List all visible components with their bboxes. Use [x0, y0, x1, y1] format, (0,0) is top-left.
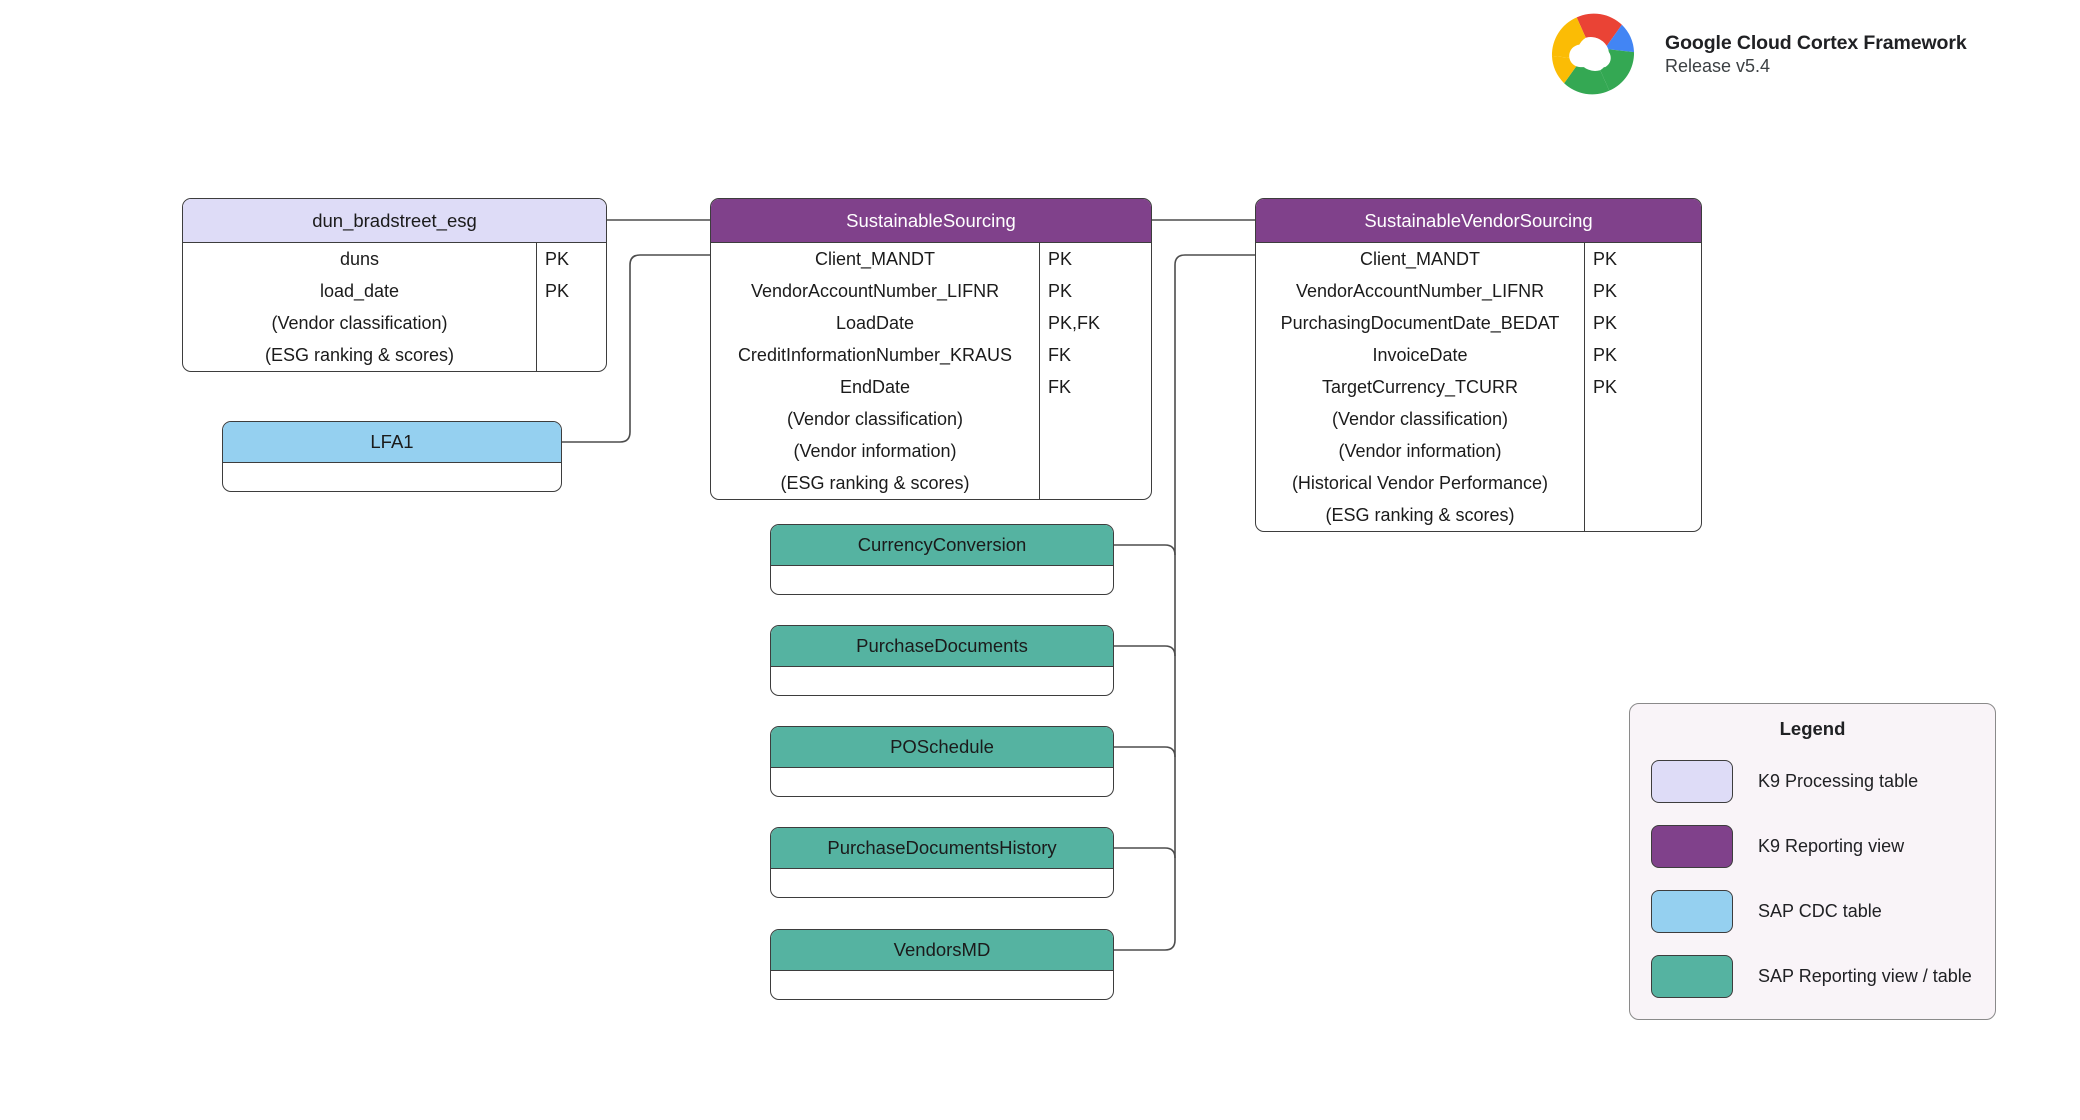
field-column: duns load_date (Vendor classification) (…	[183, 243, 536, 371]
key-row	[1585, 403, 1701, 435]
legend-swatch	[1651, 824, 1733, 868]
brand-title: Google Cloud Cortex Framework	[1665, 31, 1967, 54]
entity-header-po-schedule: POSchedule	[771, 727, 1113, 768]
empty-body-row	[771, 566, 1113, 594]
key-row: PK	[1593, 248, 1618, 269]
field-row: (ESG ranking & scores)	[264, 344, 455, 365]
legend-item-sap-reporting-view: SAP Reporting view / table	[1630, 952, 1995, 1000]
key-row	[1040, 467, 1151, 499]
key-row: PK	[545, 248, 570, 269]
entity-header-sustainable-vendor-sourcing: SustainableVendorSourcing	[1256, 199, 1701, 243]
empty-body-row	[771, 869, 1113, 897]
legend-swatch	[1651, 889, 1733, 933]
connector-purchasedocuments-trunk	[1114, 645, 1176, 657]
key-row: PK	[1593, 344, 1618, 365]
key-column: PK PK	[536, 243, 606, 371]
key-row: PK,FK	[1048, 312, 1101, 333]
entity-lfa1[interactable]: LFA1	[222, 421, 562, 492]
entity-header-dun-bradstreet-esg: dun_bradstreet_esg	[183, 199, 606, 243]
key-row: PK	[545, 280, 570, 301]
connector-poschedule-trunk	[1114, 746, 1176, 758]
empty-body-row	[771, 667, 1113, 695]
key-row	[1585, 467, 1701, 499]
entity-purchase-documents-history[interactable]: PurchaseDocumentsHistory	[770, 827, 1114, 898]
entity-header-purchase-documents: PurchaseDocuments	[771, 626, 1113, 667]
key-row	[537, 307, 606, 339]
field-row: (ESG ranking & scores)	[1325, 504, 1515, 525]
google-cloud-logo-icon	[1551, 13, 1635, 95]
field-row: PurchasingDocumentDate_BEDAT	[1280, 312, 1560, 333]
key-column: PK PK PK,FK FK FK	[1039, 243, 1151, 499]
entity-sustainable-vendor-sourcing[interactable]: SustainableVendorSourcing Client_MANDT V…	[1255, 198, 1702, 532]
field-row: duns	[339, 248, 380, 269]
field-row: TargetCurrency_TCURR	[1321, 376, 1519, 397]
field-row: (Historical Vendor Performance)	[1291, 472, 1549, 493]
brand-header: Google Cloud Cortex Framework Release v5…	[1537, 8, 1967, 100]
key-row	[1040, 435, 1151, 467]
key-column: PK PK PK PK PK	[1584, 243, 1701, 531]
field-row: EndDate	[839, 376, 911, 397]
key-row: FK	[1048, 344, 1072, 365]
legend-item-sap-cdc-table: SAP CDC table	[1630, 887, 1995, 935]
key-row: PK	[1593, 280, 1618, 301]
field-row: VendorAccountNumber_LIFNR	[1295, 280, 1545, 301]
legend-swatch	[1651, 759, 1733, 803]
empty-body-row	[771, 768, 1113, 796]
field-row: load_date	[319, 280, 400, 301]
connector-purchasedocumentshistory-trunk	[1114, 847, 1176, 859]
field-row: InvoiceDate	[1372, 344, 1468, 365]
legend-label: K9 Processing table	[1758, 770, 1919, 791]
legend-label: SAP Reporting view / table	[1758, 965, 1972, 986]
field-row: (Vendor information)	[1338, 440, 1502, 461]
key-row	[537, 339, 606, 371]
entity-header-lfa1: LFA1	[223, 422, 561, 463]
legend-panel: Legend K9 Processing table K9 Reporting …	[1629, 703, 1996, 1020]
key-row: FK	[1048, 376, 1072, 397]
empty-body-row	[771, 971, 1113, 999]
field-row: (Vendor information)	[793, 440, 957, 461]
entity-currency-conversion[interactable]: CurrencyConversion	[770, 524, 1114, 595]
entity-header-vendors-md: VendorsMD	[771, 930, 1113, 971]
field-row: (ESG ranking & scores)	[780, 472, 970, 493]
entity-header-currency-conversion: CurrencyConversion	[771, 525, 1113, 566]
legend-label: SAP CDC table	[1758, 900, 1882, 921]
field-row: Client_MANDT	[814, 248, 936, 269]
legend-title: Legend	[1779, 718, 1846, 739]
field-column: Client_MANDT VendorAccountNumber_LIFNR L…	[711, 243, 1039, 499]
legend-item-k9-reporting-view: K9 Reporting view	[1630, 822, 1995, 870]
entity-header-purchase-documents-history: PurchaseDocumentsHistory	[771, 828, 1113, 869]
field-column: Client_MANDT VendorAccountNumber_LIFNR P…	[1256, 243, 1584, 531]
key-row: PK	[1593, 312, 1618, 333]
brand-subtitle: Release v5.4	[1665, 55, 1771, 76]
key-row: PK	[1593, 376, 1618, 397]
key-row	[1040, 403, 1151, 435]
key-row	[1585, 499, 1701, 531]
key-row: PK	[1048, 248, 1073, 269]
field-row: LoadDate	[835, 312, 915, 333]
field-row: (Vendor classification)	[1331, 408, 1509, 429]
field-row: CreditInformationNumber_KRAUS	[737, 344, 1013, 365]
entity-dun-bradstreet-esg[interactable]: dun_bradstreet_esg duns load_date (Vendo…	[182, 198, 607, 372]
field-row: (Vendor classification)	[271, 312, 448, 333]
entity-po-schedule[interactable]: POSchedule	[770, 726, 1114, 797]
entity-vendors-md[interactable]: VendorsMD	[770, 929, 1114, 1000]
key-row: PK	[1048, 280, 1073, 301]
field-row: (Vendor classification)	[786, 408, 964, 429]
field-row: Client_MANDT	[1359, 248, 1481, 269]
connector-currencyconversion-trunk	[1114, 544, 1176, 556]
entity-sustainable-sourcing[interactable]: SustainableSourcing Client_MANDT VendorA…	[710, 198, 1152, 500]
legend-swatch	[1651, 954, 1733, 998]
legend-label: K9 Reporting view	[1758, 835, 1905, 856]
entity-header-sustainable-sourcing: SustainableSourcing	[711, 199, 1151, 243]
empty-body-row	[223, 463, 561, 491]
field-row: VendorAccountNumber_LIFNR	[750, 280, 1000, 301]
key-row	[1585, 435, 1701, 467]
entity-purchase-documents[interactable]: PurchaseDocuments	[770, 625, 1114, 696]
legend-item-k9-processing-table: K9 Processing table	[1630, 757, 1995, 805]
